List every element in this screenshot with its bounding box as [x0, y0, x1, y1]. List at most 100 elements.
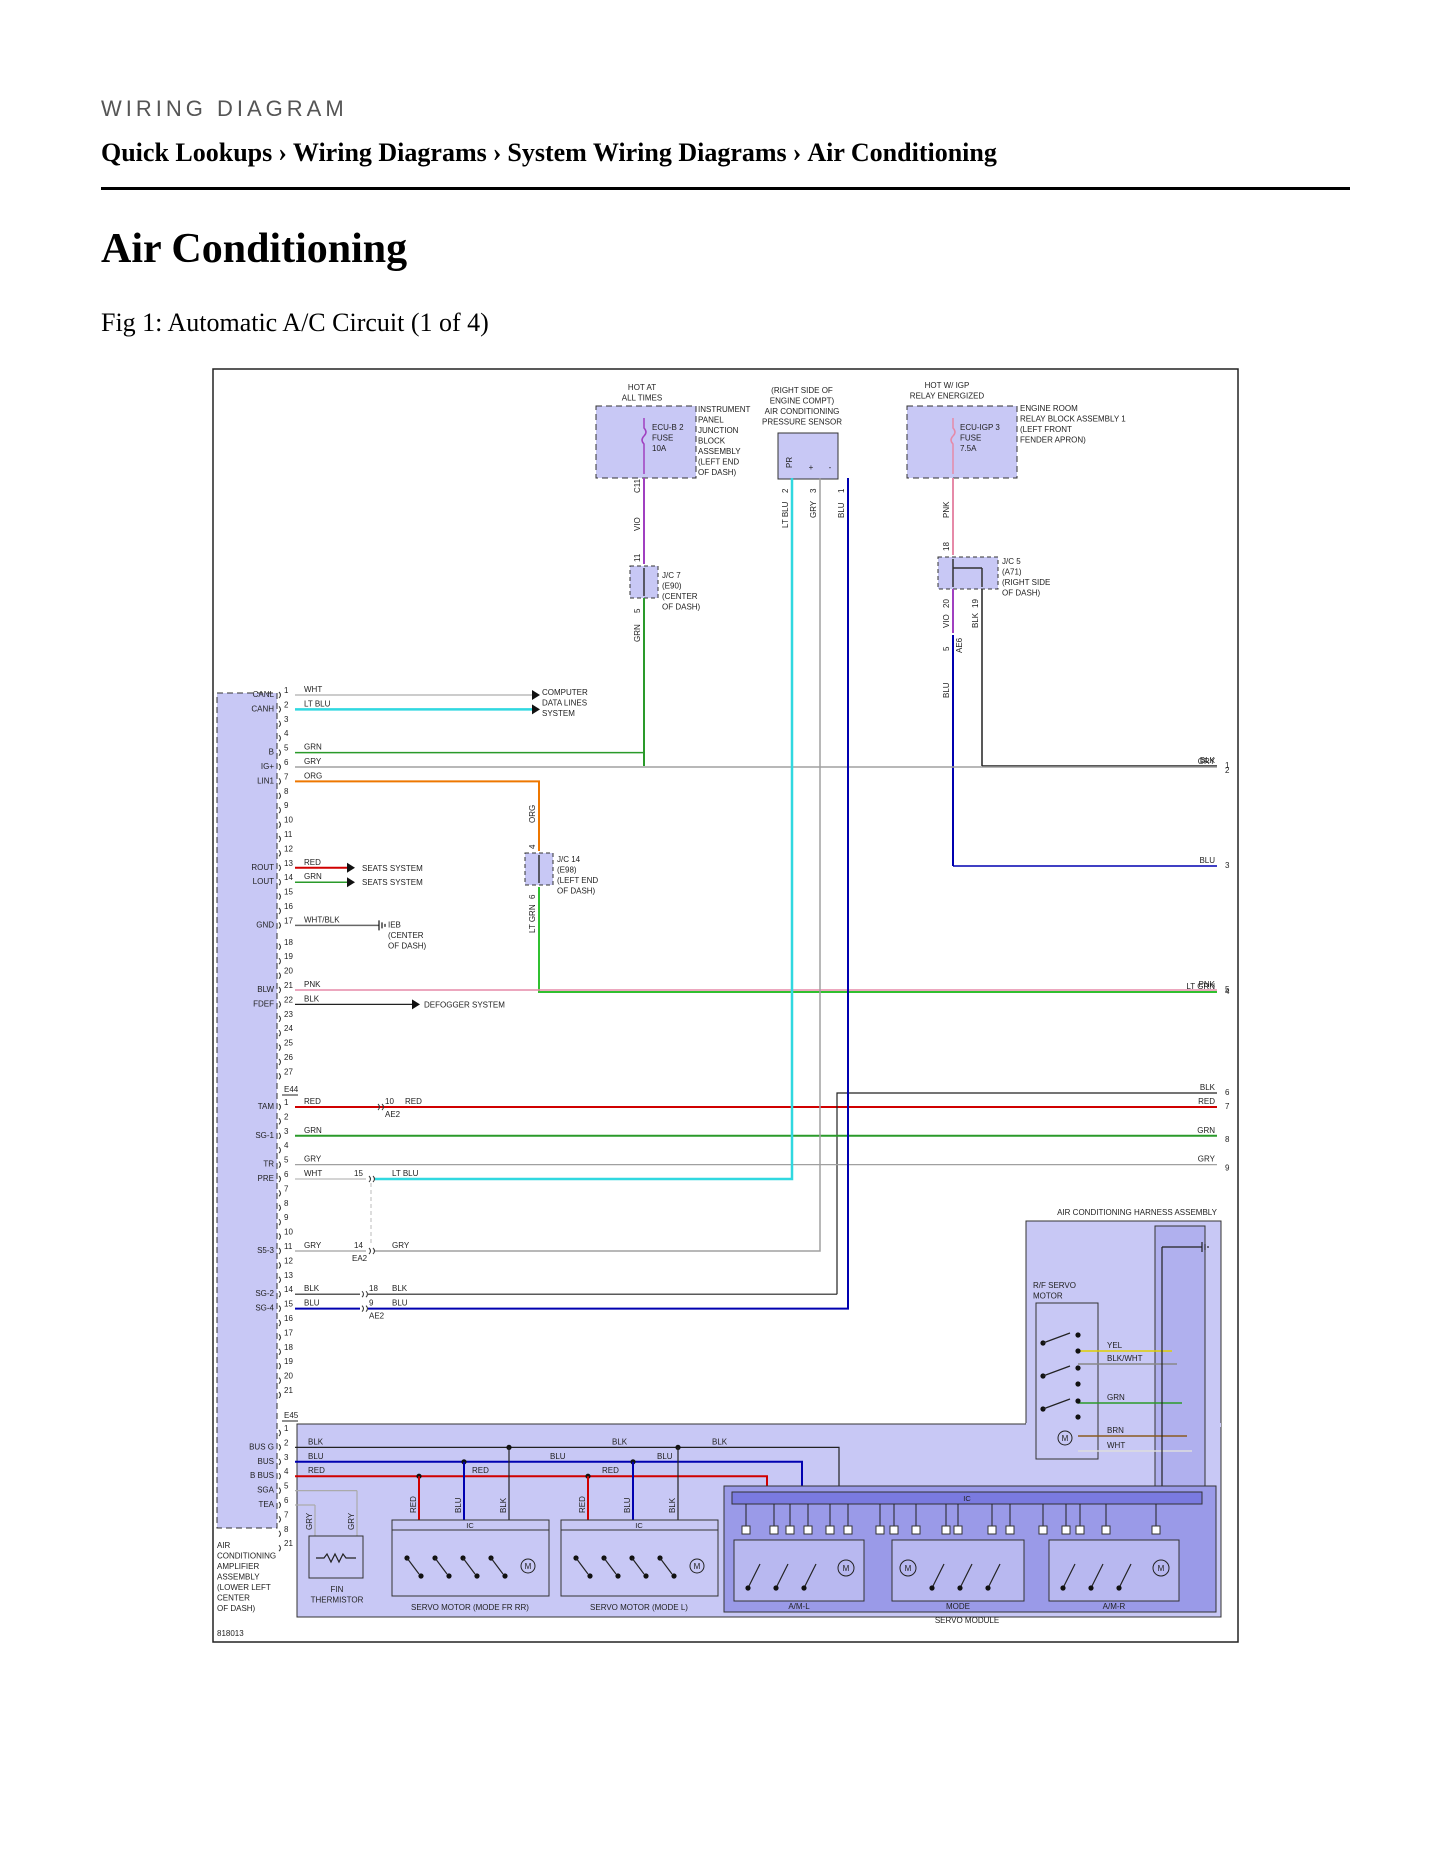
- wire-label: WHT: [304, 1169, 322, 1178]
- switch-blade: [1042, 1332, 1071, 1344]
- pressure-pin-pr: PR: [785, 457, 794, 468]
- right-edge-wire-label: BLK: [1200, 756, 1216, 765]
- defogger-arrow: [412, 999, 420, 1010]
- label-pr-pin: 2: [781, 488, 790, 493]
- e45-pin-number: 21: [284, 1539, 293, 1548]
- switch-blade: [575, 1557, 589, 1575]
- amplifier-name: CENTER: [217, 1594, 250, 1603]
- switch-blade: [987, 1563, 1001, 1589]
- bus-label: BLK: [712, 1437, 728, 1446]
- right-edge-wire-label: LT GRN: [1186, 982, 1215, 991]
- label-rf-servo: R/F SERVO: [1033, 1281, 1076, 1290]
- e45-pin-number: 7: [284, 1510, 289, 1519]
- amp-signal-label: ROUT: [251, 863, 274, 872]
- amp-pin-number: 20: [284, 967, 293, 976]
- ground-icon: [378, 920, 386, 931]
- e45-signal-label: TEA: [258, 1500, 274, 1509]
- switch-contact: [745, 1585, 751, 1591]
- e44-pin-mark: [278, 1334, 281, 1341]
- module-terminal: [803, 1525, 813, 1535]
- e44-pin-mark: [278, 1247, 281, 1255]
- breadcrumb-wiring-diagrams[interactable]: Wiring Diagrams: [292, 138, 487, 167]
- thermistor-icon: [316, 1552, 356, 1564]
- e44-pin-mark: [278, 1118, 281, 1125]
- inline-pin-number: 15: [354, 1169, 363, 1178]
- label-computer-data-lines: DATA LINES: [542, 699, 587, 708]
- amp-pin-number: 22: [284, 995, 293, 1004]
- amp-pin-number: 21: [284, 981, 293, 990]
- breadcrumb-system-wiring-diagrams[interactable]: System Wiring Diagrams: [507, 138, 787, 167]
- module-terminal: [843, 1525, 853, 1535]
- wire-label: GRN: [304, 1126, 322, 1135]
- amp-pin-mark: [278, 734, 281, 742]
- switch-blade: [747, 1563, 761, 1589]
- wire-label: GRY: [304, 757, 322, 766]
- wire-label: BLK: [392, 1284, 408, 1293]
- module-terminal: [741, 1525, 751, 1535]
- wire-label: WHT/BLK: [304, 915, 340, 924]
- label-instrument-panel-jb: OF DASH): [698, 468, 737, 477]
- page-title: Air Conditioning: [101, 226, 408, 272]
- e45-pin-number: 2: [284, 1438, 289, 1447]
- wire-label: GRY: [304, 1241, 322, 1250]
- label-jc5: (RIGHT SIDE: [1002, 578, 1050, 587]
- e44-pin-number: 3: [284, 1127, 289, 1136]
- amplifier-name: AIR: [217, 1541, 231, 1550]
- switch-contact: [929, 1585, 935, 1591]
- label-seats-system: SEATS SYSTEM: [362, 864, 423, 873]
- label-fin-thermistor: FIN: [331, 1585, 344, 1594]
- ic-label: IC: [466, 1521, 474, 1530]
- seats-system-arrow: [347, 862, 355, 873]
- label-vio-2: VIO: [942, 614, 951, 628]
- label-pressure-sensor: (RIGHT SIDE OF: [771, 386, 833, 395]
- label-pressure-sensor: PRESSURE SENSOR: [762, 418, 842, 427]
- harness-merge: [1026, 1423, 1221, 1427]
- amp-pin-number: 27: [284, 1067, 293, 1076]
- breadcrumb-quick-lookups[interactable]: Quick Lookups: [101, 138, 273, 167]
- amp-signal-label: LIN1: [257, 776, 274, 785]
- label-blu-2: BLU: [942, 682, 951, 698]
- amp-pin-mark: [278, 749, 281, 756]
- e44-pin-mark: [278, 1233, 281, 1240]
- e44-pin-mark: [278, 1319, 281, 1327]
- switch-contact: [801, 1585, 807, 1591]
- module-terminal: [825, 1525, 835, 1535]
- switch-contact: [773, 1585, 779, 1591]
- wire-label: BLK: [304, 1284, 320, 1293]
- amp-pin-mark: [278, 706, 281, 713]
- switch-contact: [1075, 1332, 1081, 1338]
- e44-pin-number: 19: [284, 1357, 293, 1366]
- inline-pin-number: 9: [369, 1299, 374, 1308]
- e45-pin-mark: [278, 1516, 281, 1523]
- amp-pin-mark: [278, 1001, 281, 1008]
- e45-pin-mark: [278, 1444, 281, 1451]
- amplifier-name: CONDITIONING: [217, 1552, 276, 1561]
- amplifier-name: AMPLIFIER: [217, 1562, 259, 1571]
- amp-pin-mark: [278, 792, 281, 800]
- motor-icon: [520, 1558, 536, 1574]
- connector-e44-label: E44: [284, 1085, 299, 1094]
- rf-wire-label: WHT: [1107, 1441, 1125, 1450]
- bus-label: BLU: [308, 1452, 324, 1461]
- breadcrumb-air-conditioning[interactable]: Air Conditioning: [807, 138, 997, 167]
- motor-icon: [899, 1559, 917, 1577]
- switch-contact: [957, 1585, 963, 1591]
- switch-contact: [615, 1573, 621, 1579]
- bus-label: RED: [308, 1466, 325, 1475]
- switch-blade: [1118, 1563, 1132, 1589]
- amp-pin-number: 12: [284, 844, 293, 853]
- e45-pin-mark: [278, 1472, 281, 1480]
- instrument-panel-junction-block: [595, 405, 697, 479]
- amp-pin-number: 1: [284, 686, 289, 695]
- inline-pin-mark: [377, 1103, 380, 1111]
- amp-pin-number: 25: [284, 1039, 293, 1048]
- e45-pin-number: 4: [284, 1467, 289, 1476]
- e44-pin-mark: [278, 1103, 281, 1111]
- e44-signal-label: PRE: [258, 1174, 274, 1183]
- amp-pin-mark: [278, 778, 281, 785]
- module-terminal: [1038, 1525, 1048, 1535]
- amplifier-name: (LOWER LEFT: [217, 1583, 271, 1592]
- amp-signal-label: FDEF: [253, 999, 274, 1008]
- module-terminal: [889, 1525, 899, 1535]
- fin-thermistor: [308, 1535, 364, 1579]
